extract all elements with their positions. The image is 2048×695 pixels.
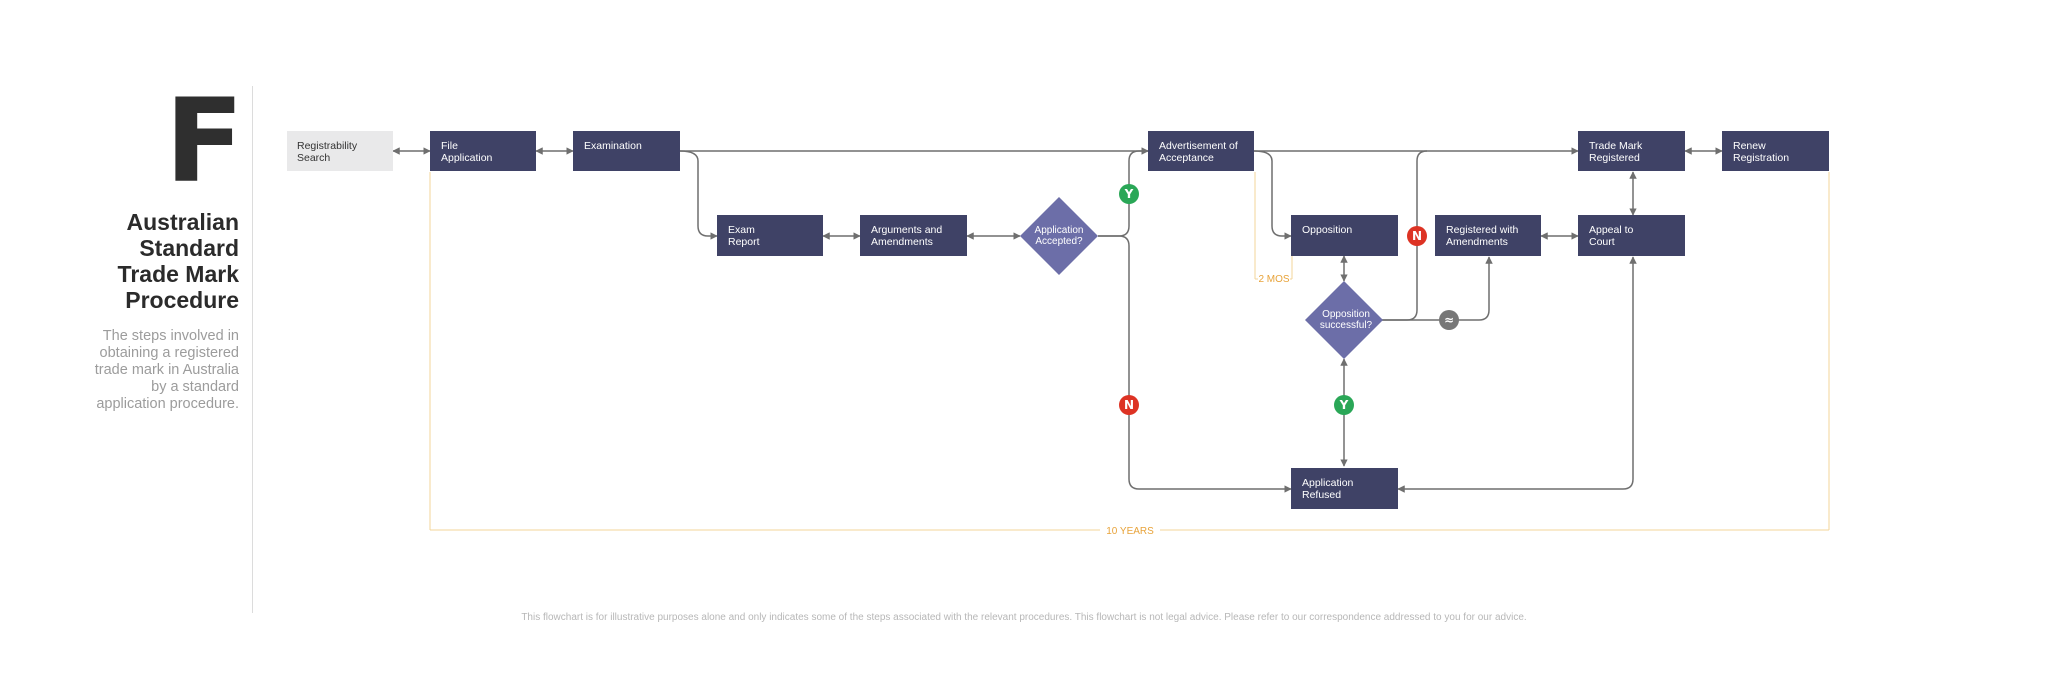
svg-text:Registration: Registration [1733,152,1789,164]
box-label-line: Application [441,152,493,164]
svg-text:Trade Mark: Trade Mark [1589,140,1643,152]
application-refused-box: Application Refused [1291,468,1398,509]
svg-text:Acceptance: Acceptance [1159,152,1214,164]
svg-text:Opposition: Opposition [1302,224,1352,236]
diamond-label-line: successful? [1320,320,1373,331]
ten-year-label: 10 YEARS [1106,526,1154,537]
page-description: The steps involved in obtaining a regist… [69,328,239,413]
description-line: by a standard [151,379,239,395]
box-label-line: Report [728,236,760,248]
title-line: Trade Mark [117,261,239,287]
yes-badge: Y [1334,395,1354,415]
box-label-line: File [441,140,458,152]
appeal-to-court-box: Appeal to Court [1578,215,1685,256]
box-label-line: Acceptance [1159,152,1214,164]
box-label-line: Registration [1733,152,1789,164]
description-line: The steps involved in [102,328,239,344]
box-label-line: Examination [584,140,642,152]
title-line: Australian [126,209,239,235]
examination-box: Examination [573,131,680,171]
description-line: trade mark in Australia [94,362,239,378]
opposition-successful-diamond: Opposition successful? [1305,281,1383,359]
box-label-line: Amendments [1446,236,1508,248]
no-badge: N [1407,226,1427,246]
svg-text:Report: Report [728,236,760,248]
box-label-line: Amendments [871,236,933,248]
svg-text:Y: Y [1124,187,1134,201]
box-label-line: Exam [728,224,755,236]
box-label-line: Application [1302,477,1354,489]
box-label-line: Appeal to [1589,224,1634,236]
box-label-line: Court [1589,236,1615,248]
svg-text:Registered: Registered [1589,152,1640,164]
svg-text:Examination: Examination [584,140,642,152]
box-label-line: Advertisement of [1159,140,1238,152]
disclaimer: This flowchart is for illustrative purpo… [521,612,1527,623]
svg-text:File: File [441,140,458,152]
svg-text:Appeal to: Appeal to [1589,224,1634,236]
svg-text:Registrability: Registrability [297,140,358,152]
svg-text:≈: ≈ [1444,313,1454,327]
description-line: application procedure. [96,396,239,412]
approx-badge: ≈ [1439,310,1459,330]
diamond-label-line: Opposition [1322,309,1370,320]
title-line: Procedure [125,287,239,313]
two-month-label: 2 MOS [1258,274,1289,285]
title-line: Standard [139,235,239,261]
renew-registration-box: Renew Registration [1722,131,1829,171]
diamond-label-line: Accepted? [1035,236,1083,247]
svg-text:Registered with: Registered with [1446,224,1519,236]
box-label-line: Registered with [1446,224,1519,236]
svg-text:successful?: successful? [1320,320,1373,331]
box-label-line: Search [297,152,330,164]
svg-text:Accepted?: Accepted? [1035,236,1083,247]
box-label-line: Registered [1589,152,1640,164]
svg-text:Arguments and: Arguments and [871,224,942,236]
file-application-box: File Application [430,131,536,171]
ten-year-bracket [429,172,1830,531]
application-accepted-diamond: Application Accepted? [1020,197,1098,275]
sidebar: F Australian Standard Trade Mark Procedu… [0,0,252,695]
svg-text:Court: Court [1589,236,1615,248]
description-line: obtaining a registered [99,345,239,361]
svg-text:Renew: Renew [1733,140,1766,152]
svg-text:Application: Application [1035,225,1084,236]
svg-text:Amendments: Amendments [871,236,933,248]
trade-mark-registered-box: Trade Mark Registered [1578,131,1685,171]
svg-text:Search: Search [297,152,330,164]
svg-text:Y: Y [1339,398,1349,412]
section-letter: F [164,74,244,209]
opposition-box: Opposition [1291,215,1398,256]
svg-text:N: N [1124,398,1134,412]
diamond-label-line: Application [1035,225,1084,236]
svg-text:Advertisement of: Advertisement of [1159,140,1238,152]
page-title: Australian Standard Trade Mark Procedure [39,209,239,313]
arguments-amendments-box: Arguments and Amendments [860,215,967,256]
box-label-line: Registrability [297,140,358,152]
no-badge: N [1119,395,1139,415]
box-label-line: Opposition [1302,224,1352,236]
svg-text:N: N [1412,229,1422,243]
svg-text:Application: Application [441,152,493,164]
svg-text:Refused: Refused [1302,489,1341,501]
box-label-line: Renew [1733,140,1766,152]
box-label-line: Trade Mark [1589,140,1643,152]
exam-report-box: Exam Report [717,215,823,256]
svg-text:Opposition: Opposition [1322,309,1370,320]
yes-badge: Y [1119,184,1139,204]
advertisement-box: Advertisement of Acceptance [1148,131,1254,171]
svg-text:Amendments: Amendments [1446,236,1508,248]
registered-with-amendments-box: Registered with Amendments [1435,215,1541,256]
svg-text:Application: Application [1302,477,1354,489]
box-label-line: Arguments and [871,224,942,236]
two-month-bracket [1254,172,1293,280]
sidebar-divider [252,86,253,613]
svg-text:Exam: Exam [728,224,755,236]
connectors [392,147,1723,493]
registrability-search-box: Registrability Search [287,131,393,171]
box-label-line: Refused [1302,489,1341,501]
